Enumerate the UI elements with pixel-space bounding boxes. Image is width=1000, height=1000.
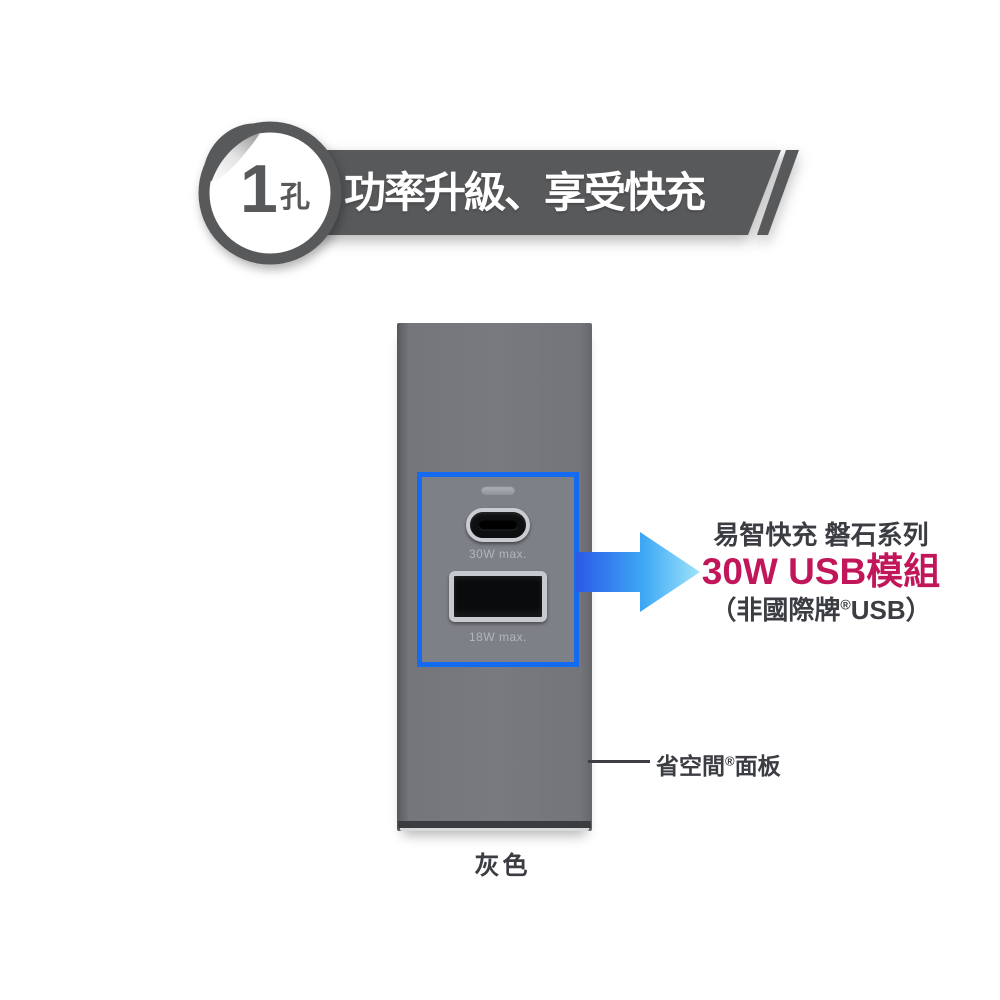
annotation-note-line: （非國際牌®USB） [695, 594, 947, 626]
page-curl-underside [211, 127, 264, 184]
registered-mark: ® [725, 753, 735, 769]
annotation-note-suffix: USB） [850, 595, 932, 625]
panel-bottom-highlight [400, 828, 589, 831]
panel-callout-suffix: 面板 [734, 753, 781, 779]
right-arrow-icon [576, 532, 700, 612]
led-indicator [481, 486, 515, 495]
header-banner-shape: 功率升級、享受快充 [300, 150, 781, 235]
annotation-module-line: 30W USB模組 [701, 551, 941, 592]
usb-c-port-label: 30W max. [468, 547, 527, 561]
page-curl-badge-icon [198, 121, 342, 265]
usb-a-port [449, 571, 547, 622]
callout-connector-line [588, 760, 650, 763]
hole-count-badge: 1 孔 [196, 118, 346, 268]
hole-count-number: 1 [240, 151, 278, 227]
hole-count-unit: 孔 [280, 181, 310, 214]
module-annotation: 易智快充 磐石系列 30W USB模組 （非國際牌®USB） [695, 520, 947, 626]
usb-module-highlight-box: 30W max. 18W max. [417, 472, 579, 667]
panel-color-label: 灰色 [474, 852, 531, 880]
registered-mark: ® [840, 596, 851, 613]
panel-callout-prefix: 省空間 [656, 753, 725, 779]
usb-c-port [466, 508, 530, 542]
page-curl-flap [202, 123, 264, 183]
usb-a-port-label: 18W max. [468, 630, 527, 644]
annotation-note-prefix: （非國際牌 [710, 595, 841, 625]
header-banner: 功率升級、享受快充 [0, 0, 1000, 300]
space-saving-panel-label: 省空間®面板 [656, 747, 781, 781]
panel-bottom-edge [398, 821, 591, 828]
header-banner-title: 功率升級、享受快充 [344, 169, 706, 216]
annotation-series-line: 易智快充 磐石系列 [713, 520, 929, 550]
